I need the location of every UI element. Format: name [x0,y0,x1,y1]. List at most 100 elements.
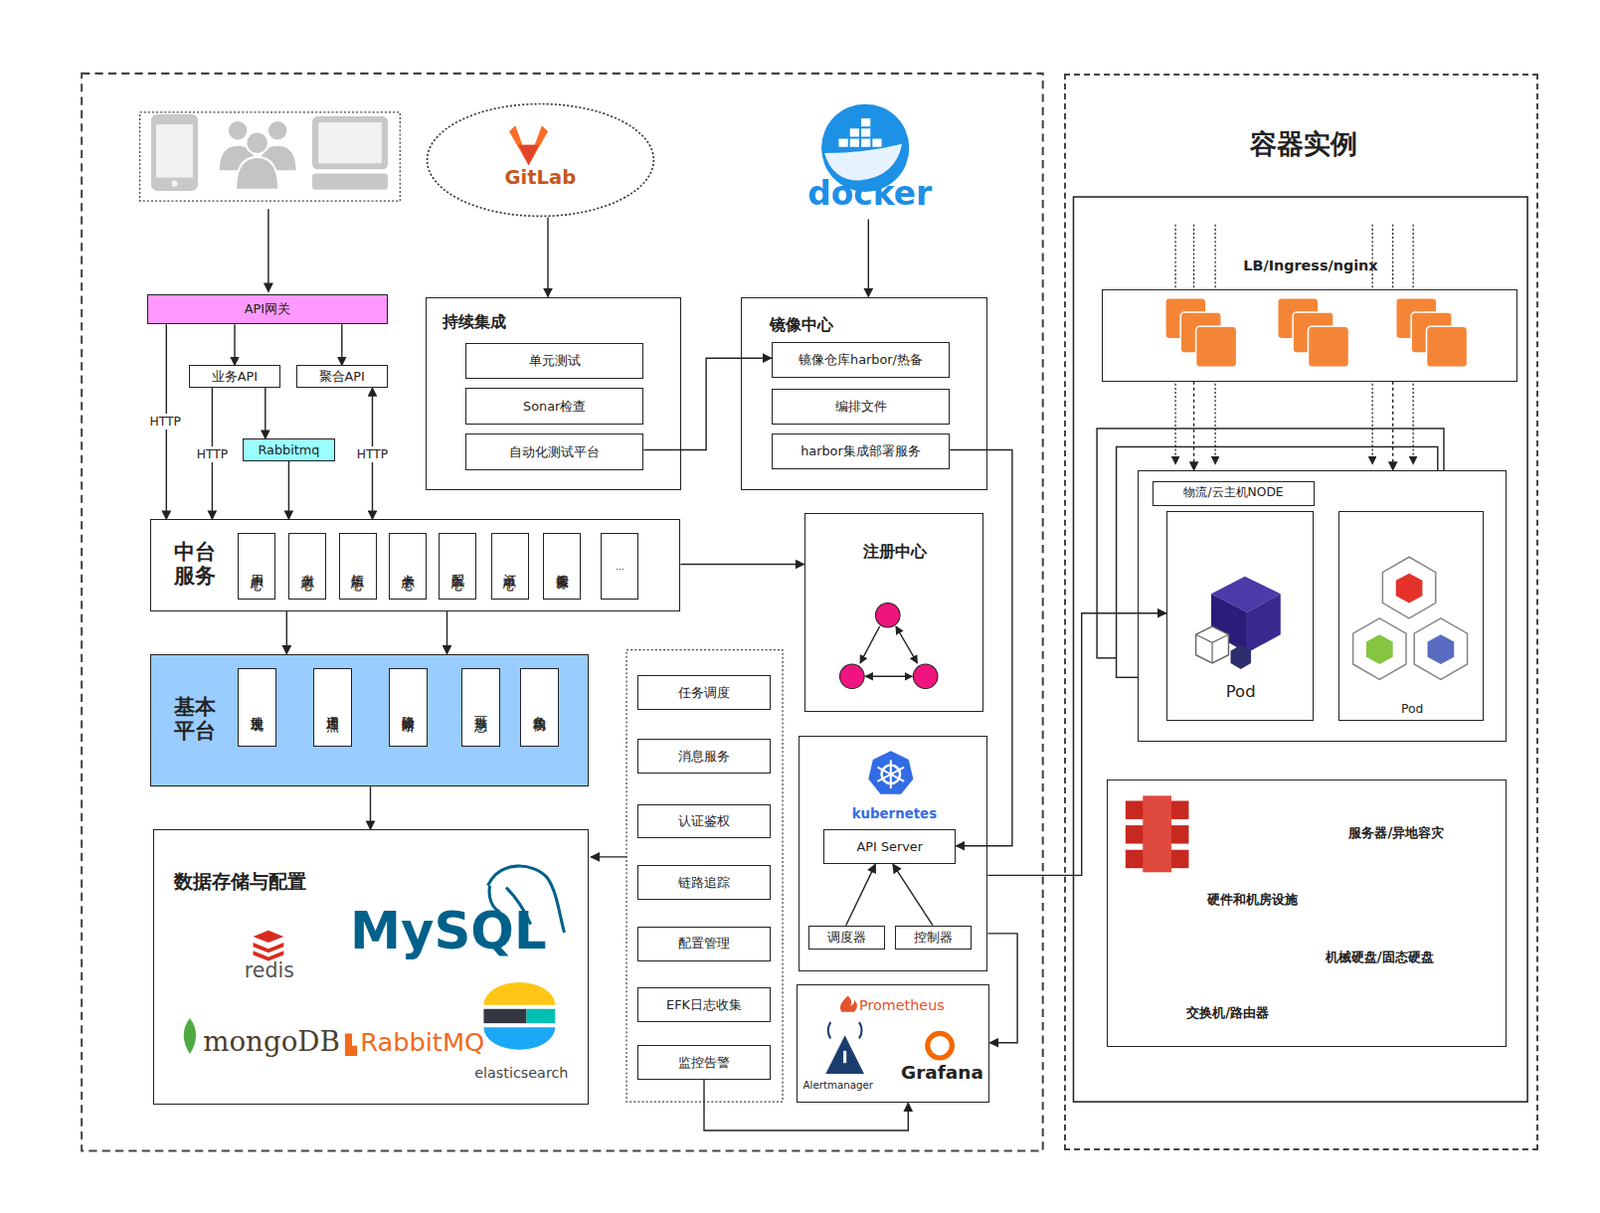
node-label: 中台 服务 [174,539,221,589]
node-label: 可靠消息 [473,706,489,711]
process-box: 镜像仓库harbor/热备 [771,342,951,378]
node-label: 任务调度 [678,685,730,701]
node-label: RabbitMQ [359,1027,485,1059]
pod-box: Pod [1166,511,1314,721]
node-label: 镜像中心 [769,315,834,336]
node-label: 容器实例 [1066,128,1541,161]
process-box: harbor集成部署服务 [771,433,951,470]
vertical-box: 卡券中心 [388,533,427,601]
left-region [81,73,1044,1152]
node-label: 基本 平台 [174,695,221,744]
region-box: 容器实例LB/Ingress/nginx物流/云主机NODEPodPod服务器/… [1064,73,1539,1152]
hardware-icon [1125,795,1190,873]
node-label: 配置中心 [449,563,465,568]
node-label: 持续集成 [442,312,507,333]
connector [892,864,933,926]
group-box: 服务器/异地容灾硬件和机房设施机械硬盘/固态硬盘交换机/路由器 [1106,779,1506,1048]
node-label: 硬件和机房设施 [1207,891,1298,908]
monitoring-icons [826,995,952,1073]
vertical-box: 通用埋点 [313,668,353,747]
computer-icon [312,116,388,190]
node-label: 注册中心 [805,541,986,562]
node-label: 短信中心 [350,563,365,568]
node-label: EFK日志收集 [666,997,742,1013]
process-box: 消息服务 [637,738,770,774]
mongodb-leaf [183,1018,196,1055]
redis-icon [253,930,285,962]
ellipse-node: GitLab [425,102,656,218]
process-box: 任务调度 [637,675,770,711]
node-label: 卡券中心 [399,563,415,568]
connector [341,324,343,365]
connector [446,611,448,655]
process-box: 聚合API [296,364,388,388]
node-label: kubernetes [799,806,989,823]
process-box: 业务API [188,364,281,388]
connector [987,933,1018,1044]
group-box: 镜像中心镜像仓库harbor/热备编排文件 harbor集成部署服务 [740,297,988,491]
vertical-box: 订单中心 [491,533,530,601]
connector [546,217,548,298]
connector [643,357,771,450]
ellipse-shape [426,103,654,216]
group-box: 注册中心 [804,513,985,712]
node-label: Grafana [900,1062,984,1084]
process-box: 配置管理 [637,926,770,962]
docker-icon [821,104,909,192]
node-label: 交换机/路由器 [1186,1005,1269,1022]
node-label: docker [795,175,944,214]
node-label: API网关 [244,301,291,317]
vertical-box: 短信中心 [339,533,377,601]
client-arrow [267,208,269,292]
node-label: 链路追踪 [678,875,730,890]
node-label: mongoDB [202,1025,341,1059]
logo-node: docker [801,105,940,220]
node-label: Rabbitmq [257,442,320,458]
node-label: 降级熔断 [400,706,416,711]
phone-icon [151,114,198,191]
process-box: ... [600,533,639,601]
vertical-box: 搜索服务 [542,533,581,601]
kubernetes-icon [868,750,913,795]
connector [846,864,877,926]
container-inner-frame [1072,196,1528,1102]
connector [369,786,371,830]
connector [680,563,804,565]
process-box: EFK日志收集 [637,987,770,1023]
connector [264,387,266,439]
node-label: 数据存储与配置 [174,870,307,893]
node-label: 消息服务 [678,748,730,764]
node-label: 通用埋点 [325,706,341,711]
node-label: 控制器 [913,929,953,945]
node-label: LB/Ingress/nginx [1102,257,1519,275]
node-label: Pod [1167,682,1315,703]
pod-cube-icon [1196,576,1281,670]
node-label: 用户中心 [248,563,264,568]
connector [704,1079,908,1131]
node-label: 注册发现 [249,706,265,711]
node-label: GitLab [425,166,656,189]
vertical-box: 降级熔断 [388,668,428,747]
node-label: 单元测试 [529,353,581,368]
node-label: 服务器/异地容灾 [1348,825,1444,842]
group-box: LB/Ingress/nginx [1101,289,1518,381]
node-label: 镜像仓库harbor/热备 [798,352,923,367]
node-label: 支付中心 [300,563,316,568]
tools-arrow [590,856,627,858]
tool-column [626,650,783,1103]
pod-box: Pod [1338,511,1484,721]
node-label: Sonar检查 [523,398,586,414]
group-box: 数据存储与配置redisMySQLmongoDBRabbitMQelastics… [153,829,589,1105]
edge-label: HTTP [150,413,181,430]
node-label: MySQL [350,900,547,963]
node-label: 业务API [211,368,258,384]
node-label: 编排文件 [835,398,888,414]
process-box: 认证鉴权 [637,804,770,840]
node-label: 订单中心 [502,563,518,568]
node-label: Alertmanager [803,1078,874,1091]
node-label: 配置管理 [678,935,730,951]
node-label: 监控告警 [678,1055,730,1070]
